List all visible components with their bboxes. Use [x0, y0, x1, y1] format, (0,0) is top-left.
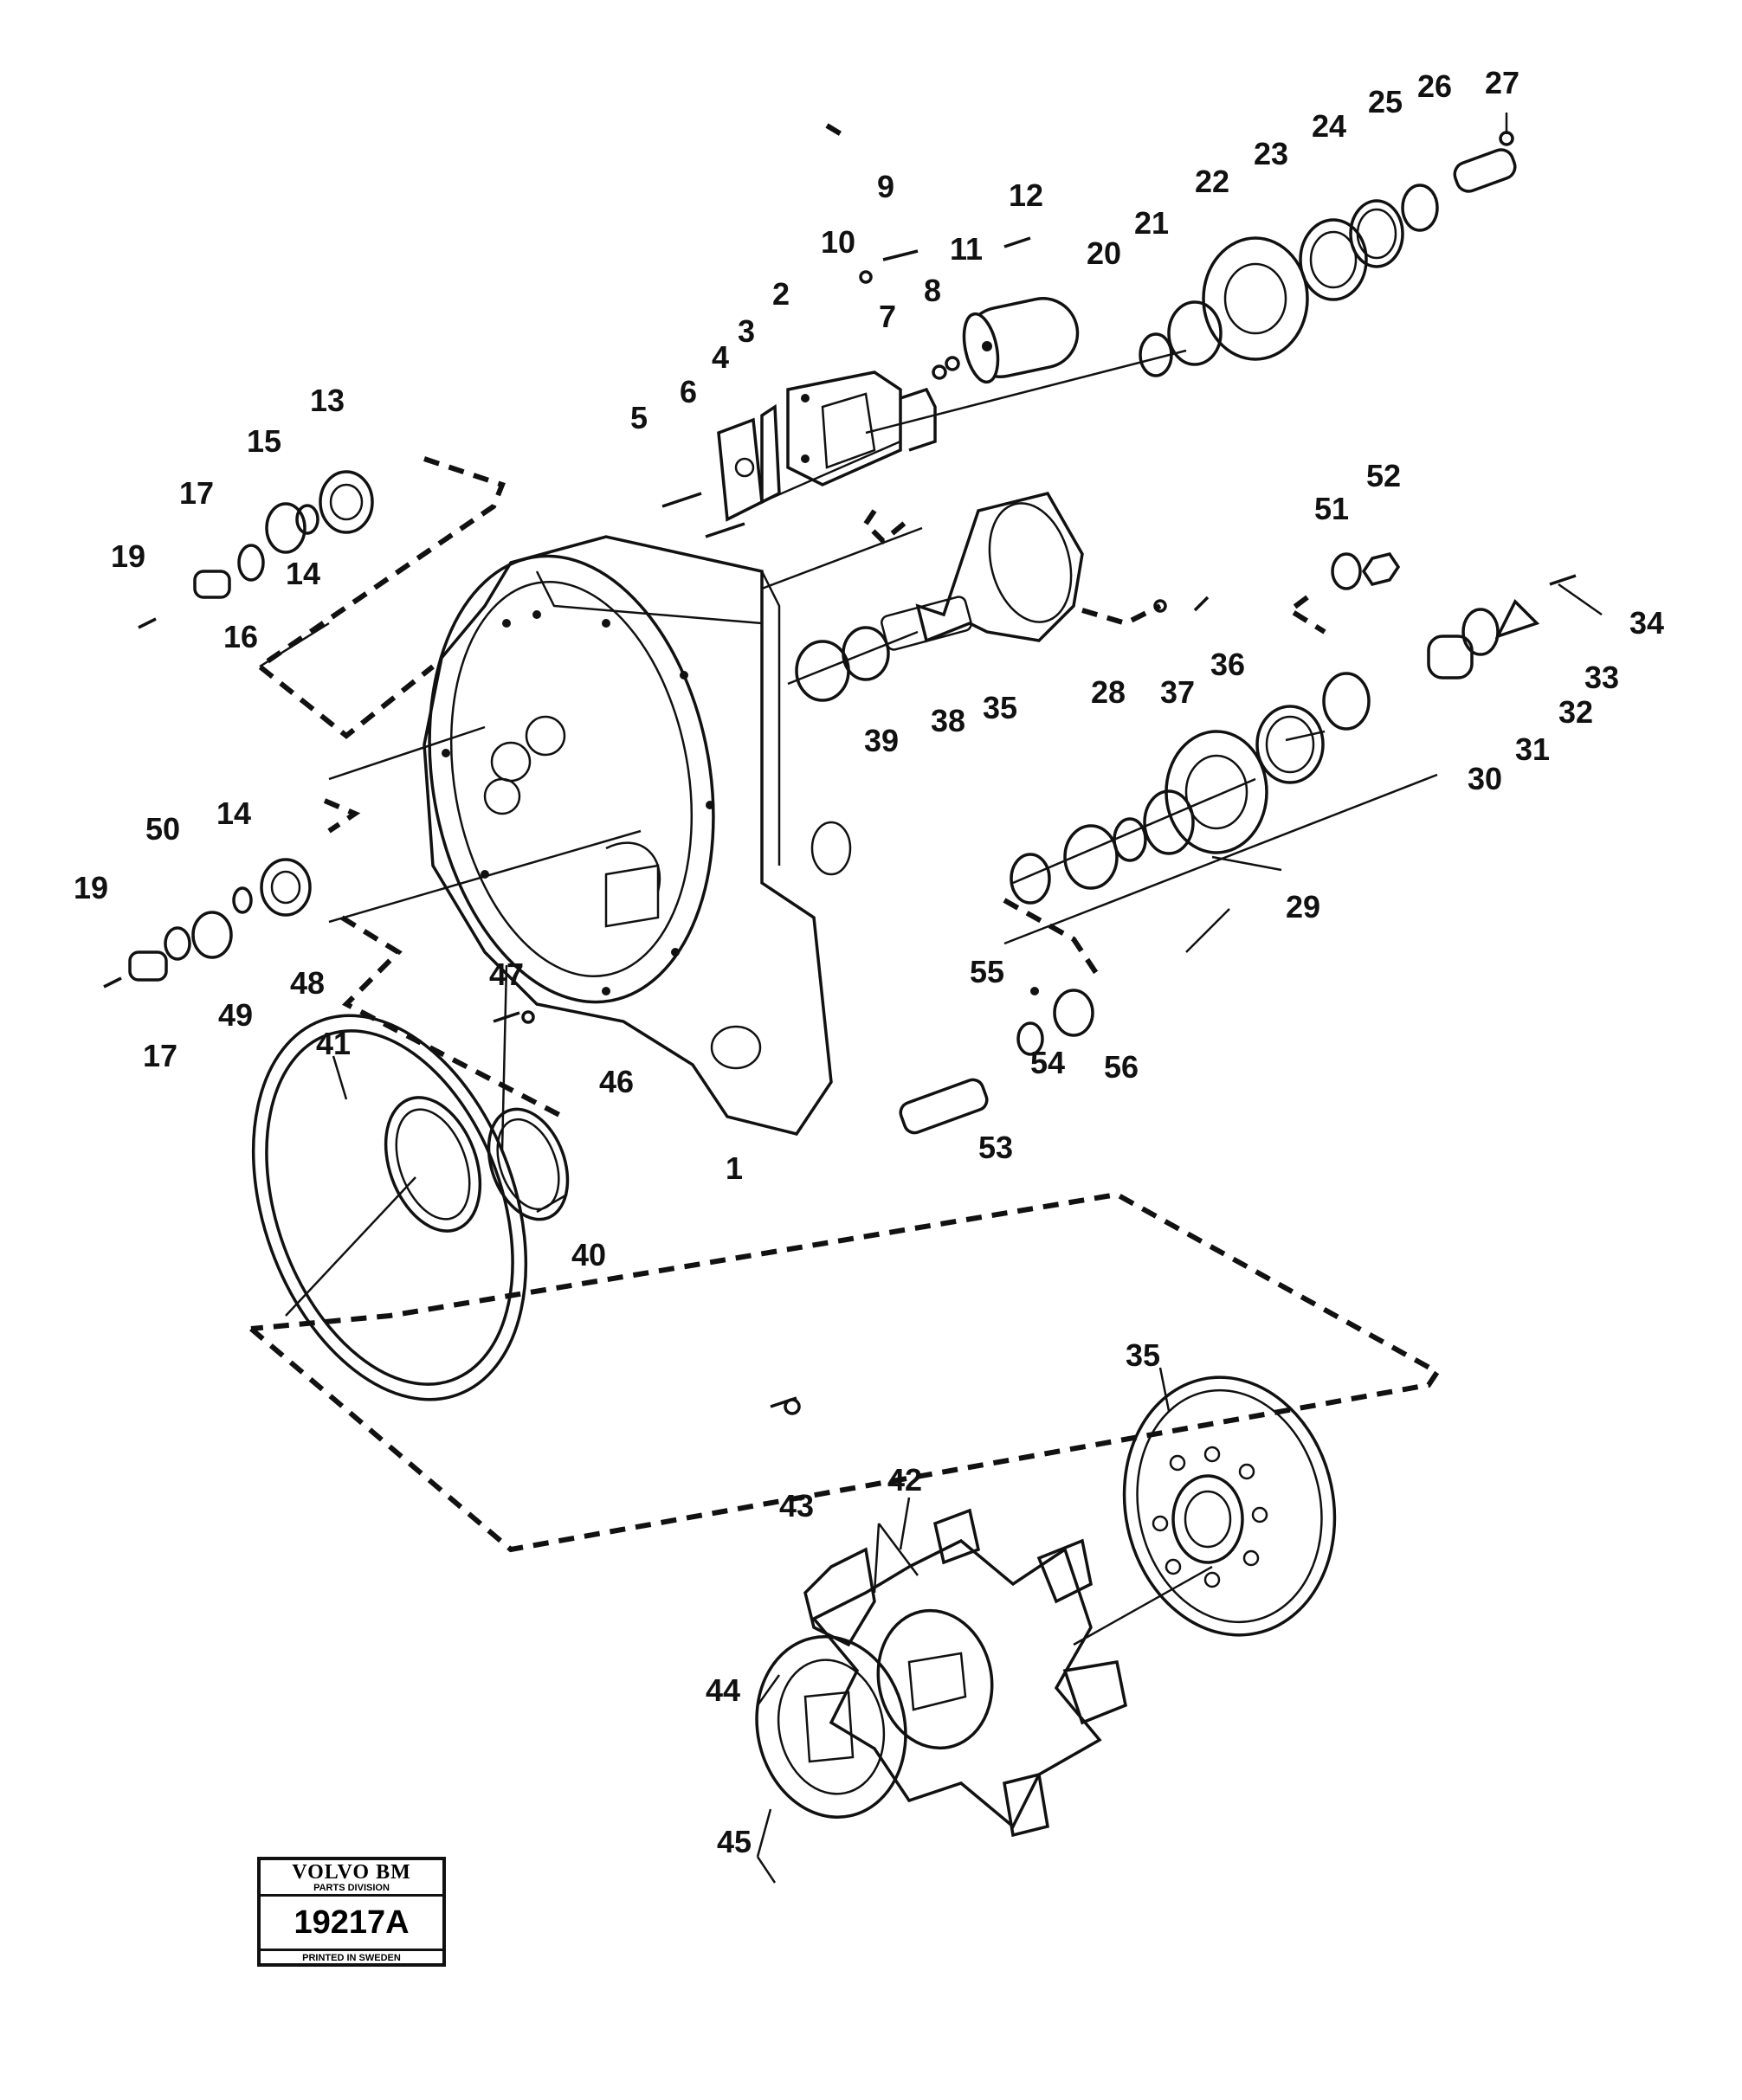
callout-2: 2	[772, 276, 790, 312]
callout-50: 50	[145, 811, 180, 847]
disc-plates-42-43	[803, 1508, 1128, 1838]
callout-44: 44	[706, 1672, 740, 1708]
assembly-dashed-lines	[249, 123, 1442, 1553]
callout-12: 12	[1009, 177, 1043, 213]
callout-28: 28	[1091, 674, 1126, 710]
callout-38: 38	[931, 703, 965, 738]
callout-31: 31	[1515, 731, 1550, 767]
stamp-division: PARTS DIVISION	[261, 1883, 442, 1897]
callout-34: 34	[1629, 605, 1664, 641]
callout-24: 24	[1312, 108, 1346, 144]
transmission-housing	[423, 535, 852, 1136]
callout-30: 30	[1468, 761, 1502, 796]
cover-41	[251, 1014, 528, 1401]
callout-5: 5	[630, 400, 648, 435]
callout-46: 46	[599, 1064, 634, 1099]
callout-53: 53	[978, 1130, 1013, 1165]
stamp-footer: PRINTED IN SWEDEN	[261, 1949, 442, 1965]
callout-40: 40	[571, 1237, 606, 1272]
carrier-35-upper	[881, 491, 1084, 651]
callout-42: 42	[887, 1462, 922, 1498]
stamp-brand: VOLVO BM	[292, 1861, 411, 1884]
callout-52: 52	[1366, 458, 1401, 493]
callout-48: 48	[290, 965, 325, 1001]
callout-41: 41	[316, 1026, 351, 1061]
callout-35-upper: 35	[983, 690, 1017, 725]
callout-14-lower: 14	[216, 796, 251, 831]
callout-55: 55	[970, 954, 1004, 989]
callout-56: 56	[1104, 1049, 1139, 1085]
callout-7: 7	[879, 299, 896, 334]
gasket-40	[487, 1107, 570, 1221]
callout-3: 3	[738, 313, 755, 349]
callout-10: 10	[821, 224, 855, 260]
callout-26: 26	[1417, 68, 1452, 104]
callout-labels: 1 2 3 4 5 6 7 8 9 10 11 12 13 14 14 15 1…	[74, 65, 1664, 1859]
callout-51: 51	[1314, 491, 1349, 526]
callout-43: 43	[779, 1488, 814, 1523]
assembly-axis-lines	[259, 349, 1438, 1646]
callout-19-upper: 19	[111, 538, 145, 574]
callout-49: 49	[218, 997, 253, 1033]
callout-39: 39	[864, 723, 899, 758]
ring-44	[755, 1635, 907, 1819]
leader-lines	[332, 113, 1603, 1884]
flywheel-35-lower	[1122, 1375, 1337, 1637]
callout-4: 4	[712, 339, 729, 375]
callout-13: 13	[310, 383, 345, 418]
pump-assembly	[717, 297, 1080, 522]
callout-47: 47	[489, 957, 524, 992]
callout-15: 15	[247, 423, 281, 459]
callout-11: 11	[950, 231, 983, 267]
callout-16: 16	[223, 619, 258, 654]
stamp-number: 19217A	[294, 1904, 410, 1941]
callout-33: 33	[1584, 660, 1619, 695]
callout-35-lower: 35	[1126, 1337, 1160, 1373]
callout-36: 36	[1210, 647, 1245, 682]
rings-and-bearings	[128, 131, 1540, 1135]
callout-27: 27	[1485, 65, 1519, 100]
callout-8: 8	[924, 273, 941, 308]
callout-1: 1	[726, 1150, 743, 1186]
callout-14-upper: 14	[286, 556, 320, 591]
callout-21: 21	[1134, 205, 1169, 241]
callout-17-upper: 17	[179, 475, 214, 511]
callout-20: 20	[1087, 235, 1121, 271]
callout-22: 22	[1195, 164, 1229, 199]
callout-45: 45	[717, 1824, 752, 1859]
volvo-bm-parts-stamp: VOLVO BM PARTS DIVISION 19217A PRINTED I…	[257, 1857, 446, 1967]
callout-23: 23	[1254, 136, 1288, 171]
callout-17-lower: 17	[143, 1038, 177, 1073]
callout-19-lower: 19	[74, 870, 108, 905]
callout-6: 6	[680, 374, 697, 409]
callout-25: 25	[1368, 84, 1403, 119]
callout-9: 9	[877, 169, 894, 204]
callout-32: 32	[1558, 694, 1593, 730]
callout-37: 37	[1160, 674, 1195, 710]
gears	[260, 236, 1371, 917]
callout-29: 29	[1286, 889, 1320, 924]
bolts-and-pins	[103, 236, 1577, 1415]
callout-54: 54	[1030, 1045, 1065, 1080]
